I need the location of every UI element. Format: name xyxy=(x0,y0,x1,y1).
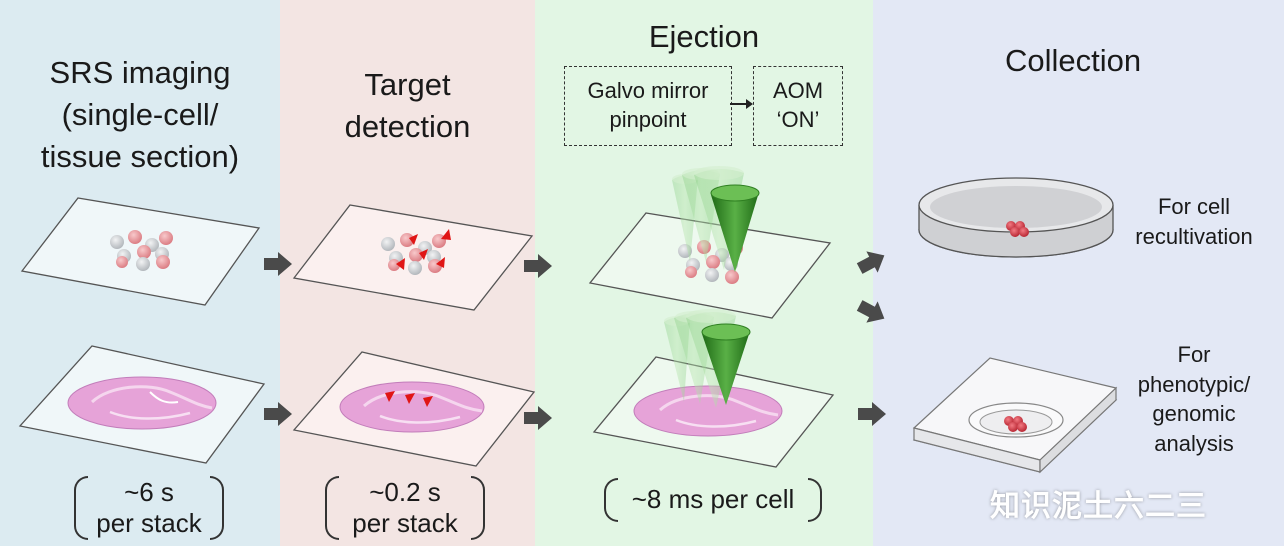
detection-time-bracket: ~0.2 s per stack xyxy=(325,476,485,540)
recultivation-label: For cell recultivation xyxy=(1124,192,1264,251)
detection-title-line2: detection xyxy=(344,108,471,144)
detection-cell-slide xyxy=(292,204,534,311)
ejection-cell-slide xyxy=(588,166,832,319)
analysis-line3: genomic xyxy=(1152,401,1236,427)
ejection-time: ~8 ms per cell xyxy=(631,484,795,515)
arrow-right-icon xyxy=(856,300,885,323)
detection-title: Target detection xyxy=(280,64,535,148)
analysis-line1: For xyxy=(1177,342,1211,367)
analysis-line4: analysis xyxy=(1154,431,1234,457)
arrow-right-icon xyxy=(856,251,885,274)
panel-collection xyxy=(873,0,1284,546)
imaging-title: SRS imaging (single-cell/ tissue section… xyxy=(0,52,280,178)
collection-title: Collection xyxy=(1004,43,1142,78)
detection-time-line1: ~0.2 s xyxy=(369,476,441,507)
detection-time-line2: per stack xyxy=(352,508,458,538)
galvo-mirror-box: Galvo mirror pinpoint xyxy=(564,66,732,146)
arrow-right-icon xyxy=(264,402,292,426)
laser-cone-icon xyxy=(701,323,751,405)
galvo-to-aom-arrow xyxy=(730,99,753,109)
detection-tissue-slide xyxy=(292,351,536,467)
imaging-title-line3: tissue section) xyxy=(40,138,240,174)
analysis-line2: phenotypic/ xyxy=(1137,371,1251,397)
ejection-time-bracket: ~8 ms per cell xyxy=(604,478,822,522)
imaging-tissue-slide xyxy=(18,345,266,464)
arrow-right-icon xyxy=(858,402,886,426)
galvo-mirror-label: Galvo mirror pinpoint xyxy=(587,78,709,132)
arrow-right-icon xyxy=(524,254,552,278)
detection-title-line1: Target xyxy=(364,67,451,102)
laser-cone-icon xyxy=(710,184,760,272)
imaging-cell-slide xyxy=(20,197,261,306)
well-plate-icon xyxy=(912,357,1118,474)
aom-box: AOM ‘ON’ xyxy=(753,66,843,146)
imaging-time-line1: ~6 s xyxy=(124,476,174,507)
arrow-right-icon xyxy=(524,406,552,430)
imaging-time-bracket: ~6 s per stack xyxy=(74,476,224,540)
petri-dish-icon xyxy=(918,177,1114,258)
imaging-title-line2: (single-cell/ xyxy=(61,96,219,132)
imaging-title-line1: SRS imaging xyxy=(49,55,231,90)
analysis-label: For phenotypic/ genomic analysis xyxy=(1124,340,1264,459)
flow-arrows xyxy=(264,251,886,430)
ejection-tissue-slide xyxy=(592,309,835,468)
tissue-target-markers xyxy=(385,391,433,407)
watermark-text: 知识泥土六二三 xyxy=(990,489,1207,524)
arrow-right-icon xyxy=(264,252,292,276)
recultivation-line2: recultivation xyxy=(1135,223,1253,249)
ejection-title: Ejection xyxy=(648,19,760,54)
imaging-time-line2: per stack xyxy=(96,508,202,538)
target-marker-icon xyxy=(396,229,451,270)
recultivation-line1: For cell xyxy=(1157,194,1231,219)
aom-label: AOM ‘ON’ xyxy=(772,78,824,132)
